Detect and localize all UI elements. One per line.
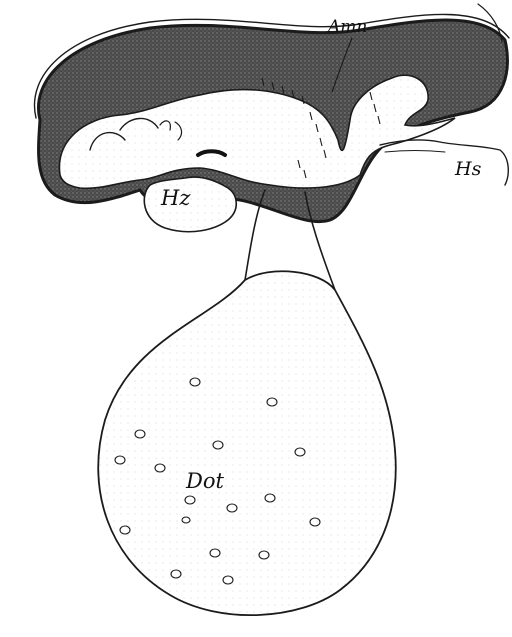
label-connecting-stalk: Hs [454,158,482,180]
label-amnion: Amn [326,17,367,37]
connecting-stalk [380,140,508,185]
yolk-sac [98,271,396,615]
label-yolk-sac: Dot [185,469,224,493]
label-heart: Hz [160,186,191,210]
